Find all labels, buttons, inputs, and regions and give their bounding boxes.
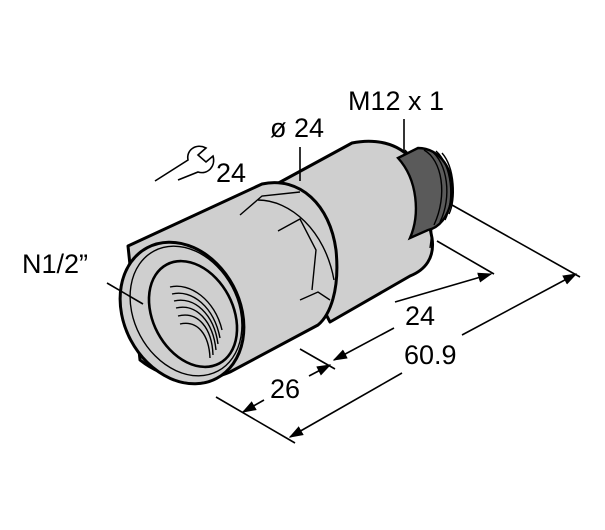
extension-line-rear-large <box>451 204 581 278</box>
dim-front-label: 26 <box>270 374 300 404</box>
diameter-label: ø 24 <box>270 113 324 143</box>
wrench-icon <box>154 145 215 182</box>
extension-line-rear-small <box>436 240 495 275</box>
sensor-housing <box>118 139 435 386</box>
connector-thread-label: M12 x 1 <box>348 86 444 116</box>
process-thread-label: N1/2” <box>22 249 88 279</box>
dim-rear-label: 24 <box>405 301 435 331</box>
dim-front-line-right <box>308 364 332 377</box>
wrench-size-label: 24 <box>216 158 246 188</box>
dim-rear-line-left <box>332 327 395 361</box>
threaded-bore <box>147 259 239 369</box>
dim-total-line-right <box>461 273 578 336</box>
extension-line-front <box>215 396 296 444</box>
dim-total-line-left <box>288 372 403 438</box>
thread-leader-line <box>106 282 144 305</box>
dim-rear-line-right <box>394 272 493 303</box>
m12-connector <box>396 146 454 241</box>
dim-total-label: 60.9 <box>404 340 457 370</box>
dim-front-line-left <box>241 399 265 413</box>
